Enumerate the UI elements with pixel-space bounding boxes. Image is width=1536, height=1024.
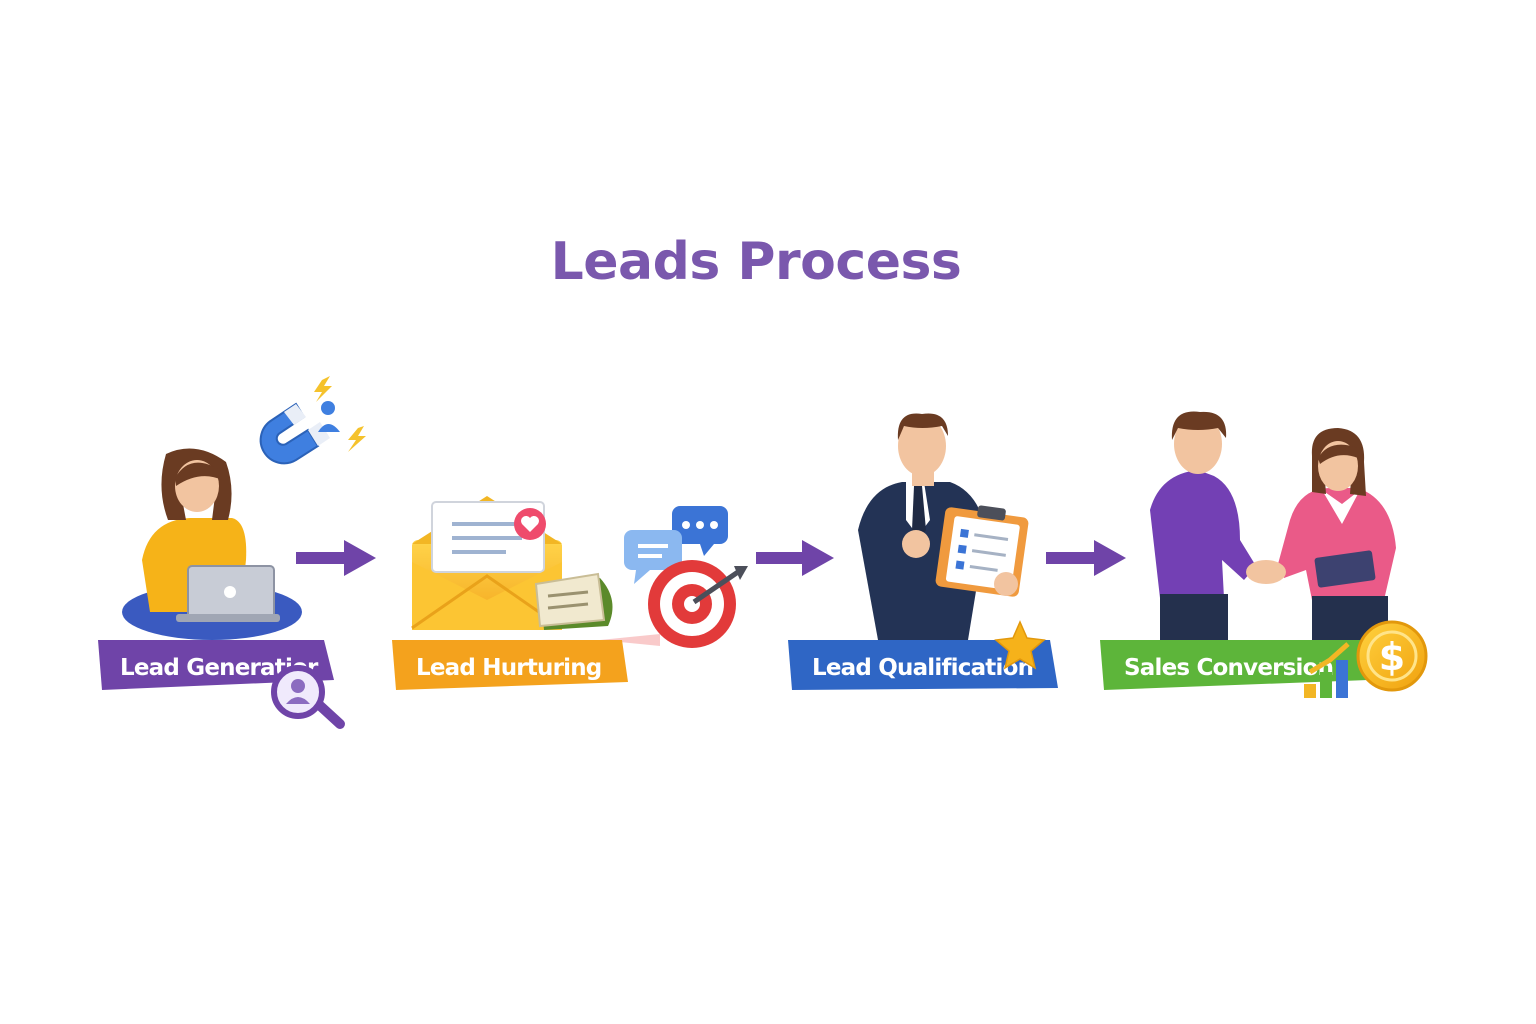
arrow-icon: [296, 540, 376, 576]
step-label: Sales Conversion: [1124, 655, 1333, 681]
label-banner: [788, 640, 1058, 690]
arrow-icon: [756, 540, 834, 576]
handshake-icon: [1246, 560, 1286, 584]
label-banner: [1100, 640, 1368, 690]
step-label: Lead Hurturing: [416, 655, 601, 681]
chat-bubble-icon: [624, 506, 728, 584]
woman-pink-icon: [1278, 428, 1396, 640]
magnifier-icon: [271, 665, 345, 729]
man-purple-icon: [1150, 411, 1256, 640]
dollar-coin-icon: $: [1356, 620, 1428, 692]
step-label: Lead Qualification: [812, 655, 1033, 681]
step-lead-nurturing: Lead Hurturing: [392, 496, 748, 690]
svg-text:$: $: [1379, 635, 1405, 679]
woman-laptop-icon: [122, 448, 302, 640]
star-icon: [994, 620, 1046, 670]
envelope-icon: [411, 496, 563, 630]
step-lead-qualification: Lead Qualification: [788, 413, 1058, 690]
step-lead-generation: Lead Generatior: [98, 376, 366, 729]
magnet-icon: [259, 376, 366, 465]
label-banner: [98, 640, 334, 690]
arrow-icon: [1046, 540, 1126, 576]
label-banner: [392, 640, 628, 690]
step-sales-conversion: Sales Conversion $: [1100, 411, 1428, 698]
page-title: Leads Process: [550, 232, 962, 292]
clipboard-icon: [935, 505, 1029, 597]
target-icon: [600, 560, 748, 648]
note-icon: [534, 572, 613, 630]
bar-chart-icon: [1304, 642, 1350, 698]
